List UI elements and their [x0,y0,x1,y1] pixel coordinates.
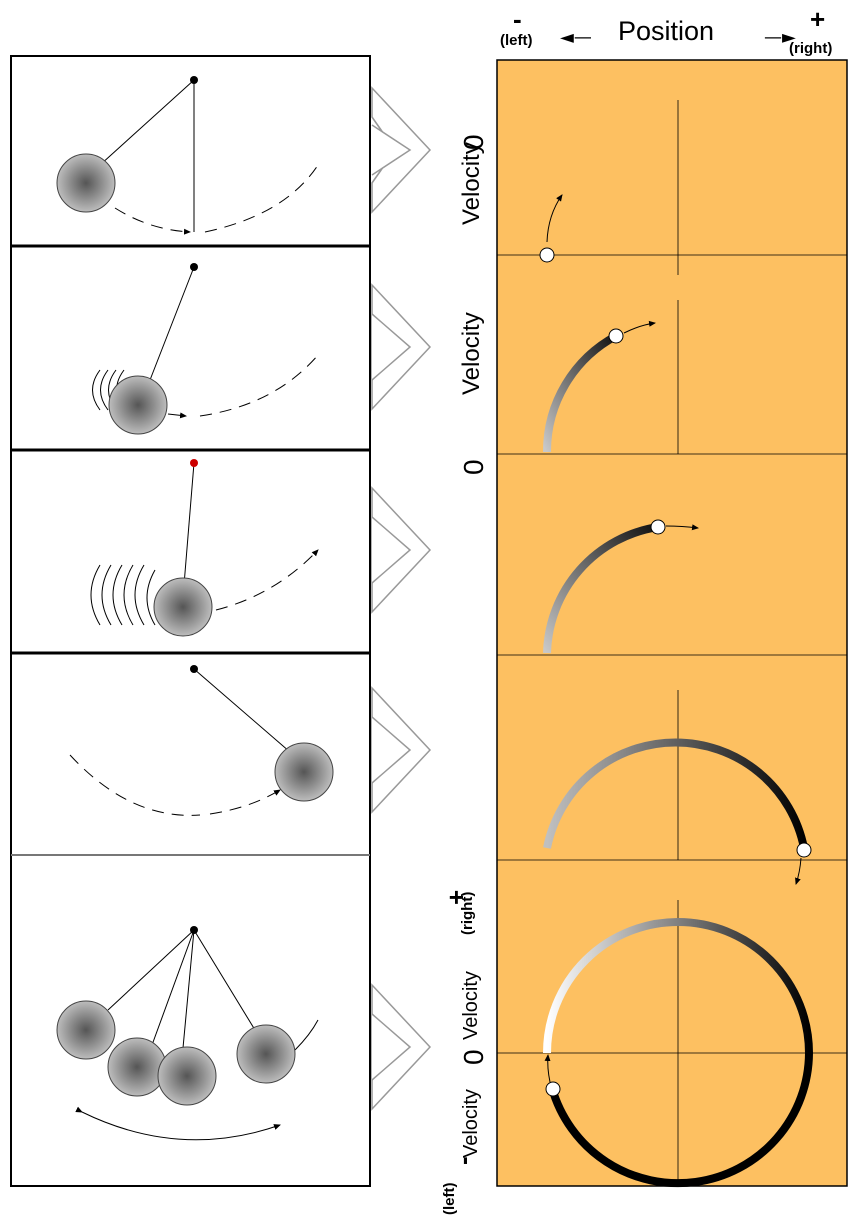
pendulum-panel-1 [56,76,319,235]
pendulum-bob-icon [157,1046,217,1106]
position-right-note: (right) [789,40,833,57]
pivot-icon [190,665,198,673]
pendulum-bob-icon [107,1037,167,1097]
hollow-arrow-icon [371,86,432,214]
hollow-arrow-icon [371,283,432,411]
velocity-axis-label-2: Velocity [458,312,485,395]
velocity-axis-label-4: Velocity [460,971,482,1040]
pendulum-panel-3 [90,459,319,637]
state-point-icon [650,519,666,535]
pendulum-panel-5 [56,926,319,1141]
velocity-left-note: (left) [441,1182,458,1216]
hollow-arrow-icon [371,486,432,614]
position-left-arrow-icon: ◄— [560,27,592,48]
pivot-icon [190,263,198,271]
pendulum-bob-icon [56,1000,116,1060]
position-right-arrow-icon: —► [764,27,796,48]
pendulum-bob-icon [274,742,334,802]
phase-plot-5 [497,900,847,1188]
pendulum-panel-2 [92,263,319,435]
position-plus-sign: + [810,4,826,34]
pendulum-bob-icon [56,153,116,213]
velocity-axis-label-1: Velocity [458,142,485,225]
velocity-zero-label-1: 0 [458,134,489,150]
pendulum-bob-icon [108,375,168,435]
velocity-zero-label-3: 0 [458,1049,489,1065]
phase-plot-4 [543,690,812,885]
position-axis-label: Position [618,16,715,46]
hollow-arrow-icon [371,686,432,814]
state-point-icon [796,842,812,858]
state-point-icon [608,328,624,344]
velocity-right-note: (right) [459,891,476,935]
position-minus-sign: - [513,4,522,34]
position-left-note: (left) [500,32,533,49]
state-point-icon [545,1081,561,1097]
pendulum-bob-icon [236,1024,296,1084]
phase-plot-3 [543,519,699,654]
pivot-icon [190,459,198,467]
velocity-zero-label-2: 0 [458,459,489,475]
velocity-axis-label-3: Velocity [460,1089,482,1158]
phase-plot-2 [542,300,679,454]
transition-arrows [371,86,432,1111]
state-point-icon [539,247,555,263]
hollow-arrow-icon [371,983,432,1111]
phase-plot-1 [497,100,847,275]
pivot-icon [190,76,198,84]
pendulum-bob-icon [153,577,213,637]
pendulum-panel-4 [69,665,334,816]
